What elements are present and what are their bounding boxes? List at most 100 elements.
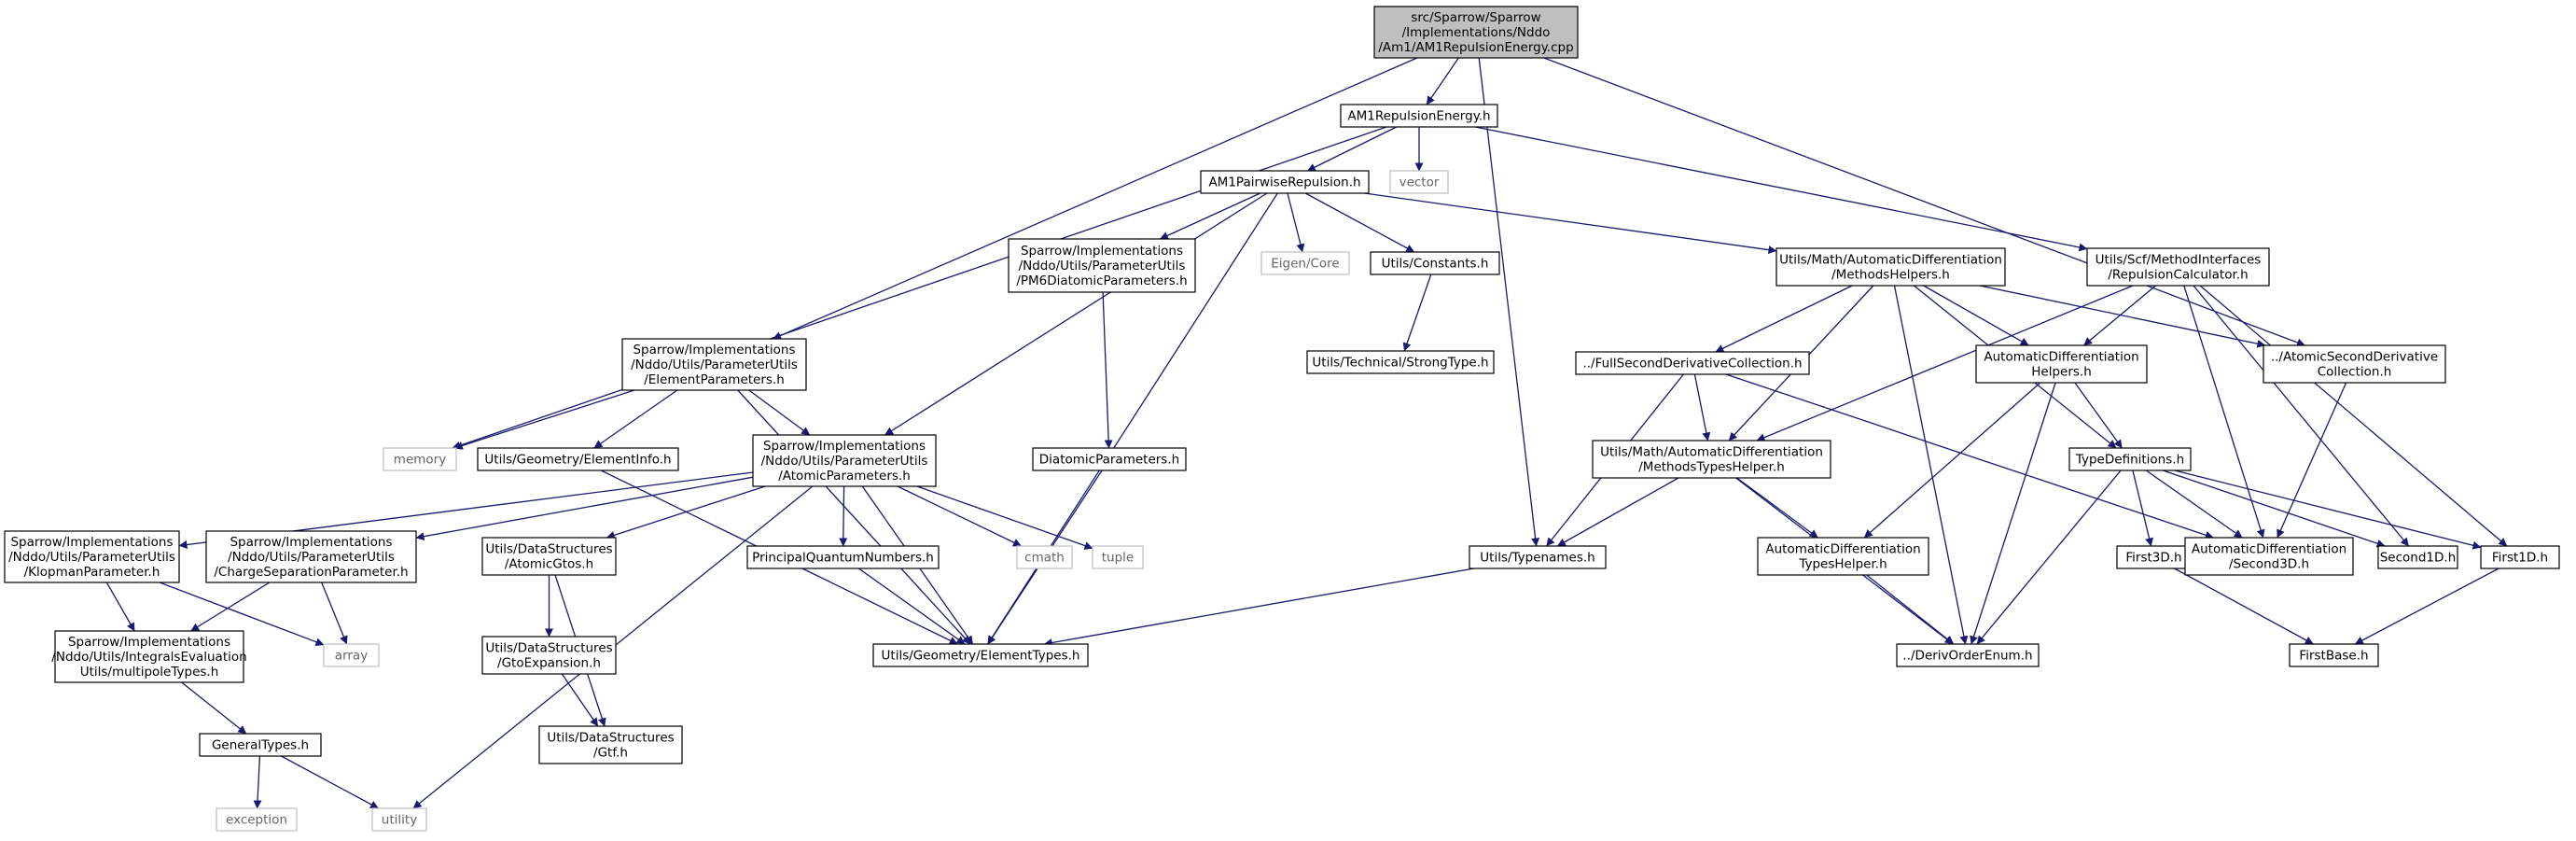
edge-elemparams-to-elementtypes <box>737 389 971 645</box>
node-second1d[interactable]: Second1D.h <box>2377 545 2458 569</box>
node-typenames[interactable]: Utils/Typenames.h <box>1469 545 1607 569</box>
node-label-line: Utils/Geometry/ElementInfo.h <box>484 453 671 468</box>
node-first3d[interactable]: First3D.h <box>2116 545 2192 569</box>
node-box <box>1775 247 2006 287</box>
node-box <box>383 447 457 471</box>
node-label-line: Utils/Typenames.h <box>1480 551 1594 566</box>
node-box <box>205 530 417 583</box>
node-klopman[interactable]: Sparrow/Implementations/Nddo/Utils/Param… <box>4 530 180 583</box>
node-label-line: /Nddo/Utils/ParameterUtils <box>631 357 798 372</box>
node-firstbase[interactable]: FirstBase.h <box>2289 643 2379 667</box>
edge-root-to-typenames <box>1478 57 1540 547</box>
node-label-line: Eigen/Core <box>1271 257 1340 272</box>
edge-atomicparams-to-tuple <box>916 485 1093 550</box>
node-label-line: Utils/Scf/MethodInterfaces <box>2096 253 2262 268</box>
node-label-line: ../DerivOrderEnum.h <box>1902 649 2032 664</box>
node-typedefs[interactable]: TypeDefinitions.h <box>2068 447 2192 471</box>
edge-typedefs-to-second3d <box>2145 470 2243 539</box>
node-repcalc[interactable]: Utils/Scf/MethodInterfaces/RepulsionCalc… <box>2086 247 2270 287</box>
node-root[interactable]: src/Sparrow/Sparrow/Implementations/Nddo… <box>1373 6 1579 59</box>
node-label-line: First3D.h <box>2125 551 2181 566</box>
edge-root-to-am1re <box>1426 57 1459 105</box>
node-multipole[interactable]: Sparrow/Implementations/Nddo/Utils/Integ… <box>51 630 247 683</box>
node-am1re[interactable]: AM1RepulsionEnergy.h <box>1340 104 1498 128</box>
node-atomicgtos[interactable]: Utils/DataStructures/AtomicGtos.h <box>481 537 617 576</box>
edge-fullsecond-to-methodstypeshelper <box>1693 373 1711 442</box>
node-label-line: Sparrow/Implementations <box>763 439 926 454</box>
node-generaltypes[interactable]: GeneralTypes.h <box>199 733 322 757</box>
node-label-line: /MethodsHelpers.h <box>1831 268 1950 283</box>
node-box <box>477 447 679 471</box>
edge-methodshelpers-to-fullsecond <box>1715 285 1853 353</box>
node-gtoexp[interactable]: Utils/DataStructures/GtoExpansion.h <box>481 636 617 675</box>
node-second3d[interactable]: AutomaticDifferentiation/Second3D.h <box>2184 537 2354 576</box>
node-methodshelpers[interactable]: Utils/Math/AutomaticDifferentiation/Meth… <box>1775 247 2006 287</box>
edge-atomicparams-to-chargesep <box>415 476 754 541</box>
node-box <box>1370 251 1500 275</box>
node-box <box>1340 104 1498 128</box>
node-elementtypes[interactable]: Utils/Geometry/ElementTypes.h <box>872 643 1089 667</box>
node-elemparams[interactable]: Sparrow/Implementations/Nddo/Utils/Param… <box>621 338 807 391</box>
node-gtf[interactable]: Utils/DataStructures/Gtf.h <box>538 725 683 764</box>
node-label-line: Utils/DataStructures <box>485 542 612 557</box>
edge-repcalc-to-second3d <box>2183 285 2265 539</box>
node-label-line: /Gtf.h <box>593 746 628 761</box>
node-methodstypeshelper[interactable]: Utils/Math/AutomaticDifferentiation/Meth… <box>1592 440 1831 479</box>
node-constants[interactable]: Utils/Constants.h <box>1370 251 1500 275</box>
node-box <box>1200 170 1370 194</box>
node-atomicparams[interactable]: Sparrow/Implementations/Nddo/Utils/Param… <box>752 434 937 487</box>
edge-typedefs-to-first3d <box>2132 470 2153 547</box>
node-box <box>746 545 940 569</box>
node-box <box>1575 351 1810 375</box>
node-pm6[interactable]: Sparrow/Implementations/Nddo/Utils/Param… <box>1008 238 1196 293</box>
edge-generaltypes-to-exception <box>253 755 262 809</box>
node-strongtype[interactable]: Utils/Technical/StrongType.h <box>1306 350 1495 374</box>
edge-klopman-to-array <box>159 582 325 646</box>
node-label-line: array <box>335 649 368 664</box>
node-box <box>1469 545 1607 569</box>
edge-am1pr-to-pm6 <box>1159 192 1260 240</box>
node-box <box>621 338 807 391</box>
node-label-line: exception <box>226 813 287 828</box>
edge-atomicsecond-to-second3d <box>2277 382 2347 539</box>
node-label-line: /KlopmanParameter.h <box>24 565 160 580</box>
edge-elemparams-to-elementinfo <box>593 389 678 449</box>
node-box <box>216 807 298 832</box>
node-am1pr[interactable]: AM1PairwiseRepulsion.h <box>1200 170 1370 194</box>
edge-typedefs-to-derivorder <box>1976 470 2122 645</box>
node-label-line: Utils/Geometry/ElementTypes.h <box>882 649 1080 664</box>
node-label-line: Sparrow/Implementations <box>633 343 795 357</box>
node-box <box>2068 447 2192 471</box>
node-label-line: AutomaticDifferentiation <box>1984 350 2138 365</box>
node-label-line: /Second3D.h <box>2229 557 2309 572</box>
node-exception: exception <box>216 807 298 832</box>
node-vector: vector <box>1389 170 1449 194</box>
node-label-line: /RepulsionCalculator.h <box>2108 268 2248 283</box>
node-first1d[interactable]: First1D.h <box>2480 545 2560 569</box>
node-label-line: FirstBase.h <box>2299 649 2368 664</box>
node-box <box>1008 238 1196 293</box>
node-label-line: Utils/Technical/StrongType.h <box>1312 356 1488 371</box>
node-label-line: /PM6DiatomicParameters.h <box>1016 273 1187 288</box>
edge-adhelpers-to-derivorder <box>1970 382 2056 645</box>
edge-methodstypeshelper-to-adtypeshelper <box>1736 477 1818 539</box>
edge-repcalc-to-methodstypeshelper <box>1756 285 2134 442</box>
node-pqn[interactable]: PrincipalQuantumNumbers.h <box>746 545 940 569</box>
node-label-line: /GtoExpansion.h <box>497 656 601 671</box>
node-box <box>872 643 1089 667</box>
node-fullsecond[interactable]: ../FullSecondDerivativeCollection.h <box>1575 351 1810 375</box>
node-elementinfo[interactable]: Utils/Geometry/ElementInfo.h <box>477 447 679 471</box>
edge-first1d-to-firstbase <box>2354 568 2499 645</box>
node-derivorder[interactable]: ../DerivOrderEnum.h <box>1896 643 2040 667</box>
edge-fullsecond-to-second3d <box>1725 373 2214 540</box>
node-label-line: Second1D.h <box>2380 551 2457 566</box>
node-chargesep[interactable]: Sparrow/Implementations/Nddo/Utils/Param… <box>205 530 417 583</box>
node-diatomic[interactable]: DiatomicParameters.h <box>1032 447 1187 471</box>
node-box <box>1975 344 2148 384</box>
node-label-line: utility <box>382 813 417 828</box>
node-label-line: /Implementations/Nddo <box>1402 25 1551 40</box>
